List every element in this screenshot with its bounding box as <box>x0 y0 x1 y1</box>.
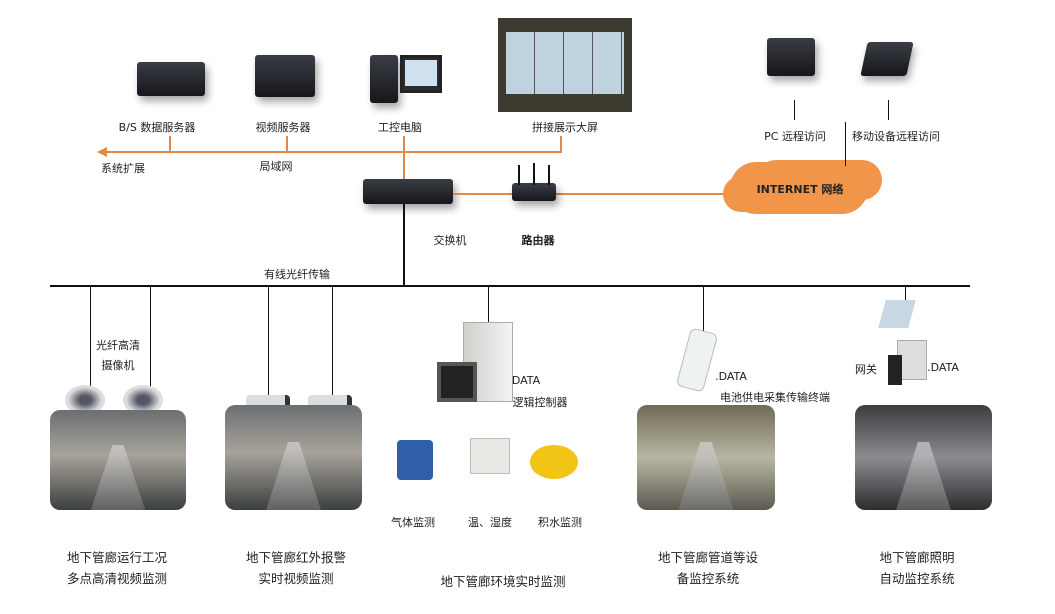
internet-cloud <box>730 162 868 214</box>
remote-line <box>794 119 889 120</box>
battery-terminal-icon <box>675 327 719 393</box>
fiber-drop <box>332 285 333 395</box>
caption-lighting: 地下管廊照明自动监控系统 <box>879 547 954 589</box>
data-label-gateway: .DATA <box>927 361 959 374</box>
fiber-trunk <box>403 204 405 286</box>
lan-label: 局域网 <box>259 160 293 173</box>
router-antenna <box>533 163 535 185</box>
caption-line: 多点高清视频监测 <box>66 571 168 586</box>
plc-display-icon <box>437 362 477 402</box>
data-label-plc: DATA <box>511 374 541 387</box>
pc-terminal-icon <box>767 38 815 76</box>
switch-label: 交换机 <box>433 234 467 247</box>
expand-label: 系统扩展 <box>101 162 145 175</box>
video-wall-label: 拼接展示大屏 <box>532 121 598 134</box>
tunnel-photo-pipes <box>637 405 775 510</box>
lan-drop <box>403 136 405 180</box>
pc-remote-label: PC 远程访问 <box>764 130 826 143</box>
lan-drop <box>560 136 562 153</box>
caption-line: 地下管廊管道等设 <box>657 550 759 565</box>
water-sensor-icon <box>530 445 578 479</box>
remote-line <box>888 100 889 120</box>
ipc-label: 工控电脑 <box>378 121 422 134</box>
lan-line <box>104 151 561 153</box>
data-label-terminal: .DATA <box>715 370 747 383</box>
fiber-drop <box>90 285 91 395</box>
temp-label: 温、湿度 <box>468 516 512 529</box>
humidity-sensor-icon <box>470 438 510 474</box>
caption-pipes: 地下管廊管道等设备监控系统 <box>658 547 758 589</box>
fiber-drop <box>150 285 151 395</box>
fiber-drop <box>268 285 269 395</box>
tablet-icon <box>860 42 914 76</box>
gas-label: 气体监测 <box>391 516 435 529</box>
gateway-icon <box>888 355 902 385</box>
switch-router-line <box>453 193 733 195</box>
fiber-label: 有线光纤传输 <box>264 268 330 281</box>
bs-server-icon <box>137 62 205 96</box>
bs-server-label: B/S 数据服务器 <box>118 121 196 134</box>
plc-label: 逻辑控制器 <box>512 396 568 409</box>
caption-environment: 地下管廊环境实时监测 <box>440 574 566 589</box>
router-label: 路由器 <box>521 234 555 247</box>
video-server-label: 视频服务器 <box>255 121 311 134</box>
gas-sensor-icon <box>397 440 433 480</box>
fiber-drop <box>488 285 489 330</box>
fiber-drop <box>703 285 704 335</box>
arrow-left-icon <box>97 147 107 157</box>
camera-label-2: 摄像机 <box>101 359 135 372</box>
caption-line: 自动监控系统 <box>879 571 955 586</box>
router-antenna <box>548 165 550 185</box>
router-icon <box>512 183 556 201</box>
fiber-bus <box>50 285 970 287</box>
caption-video-monitoring: 地下管廊运行工况多点高清视频监测 <box>67 547 167 589</box>
water-label: 积水监测 <box>538 516 582 529</box>
caption-infrared: 地下管廊红外报警实时视频监测 <box>246 547 346 589</box>
fiber-drop <box>905 285 906 305</box>
ipc-computer-icon <box>370 55 398 103</box>
tunnel-photo-infrared <box>225 405 362 510</box>
tunnel-photo-video <box>50 410 186 510</box>
caption-line: 地下管廊照明 <box>879 550 955 565</box>
terminal-label: 电池供电采集传输终端 <box>720 391 830 404</box>
switch-icon <box>363 179 453 204</box>
caption-line: 地下管廊运行工况 <box>66 550 168 565</box>
solar-panel-icon <box>878 300 916 328</box>
remote-line <box>794 100 795 120</box>
lan-drop <box>169 136 171 152</box>
caption-line: 地下管廊红外报警 <box>245 550 347 565</box>
monitor-icon <box>400 55 442 93</box>
gateway-box-icon <box>897 340 927 380</box>
camera-label-1: 光纤高清 <box>96 339 140 352</box>
mobile-remote-label: 移动设备远程访问 <box>852 130 940 143</box>
remote-line <box>845 122 846 166</box>
caption-line: 实时视频监测 <box>258 571 334 586</box>
video-wall-icon <box>498 18 632 112</box>
video-server-icon <box>255 55 315 97</box>
lan-drop <box>286 136 288 152</box>
tunnel-photo-lighting <box>855 405 992 510</box>
gateway-label: 网关 <box>855 363 877 376</box>
internet-label: INTERNET 网络 <box>756 183 844 196</box>
router-antenna <box>518 165 520 185</box>
caption-line: 备监控系统 <box>676 571 740 586</box>
camera-label: 光纤高清摄像机 <box>96 336 140 376</box>
